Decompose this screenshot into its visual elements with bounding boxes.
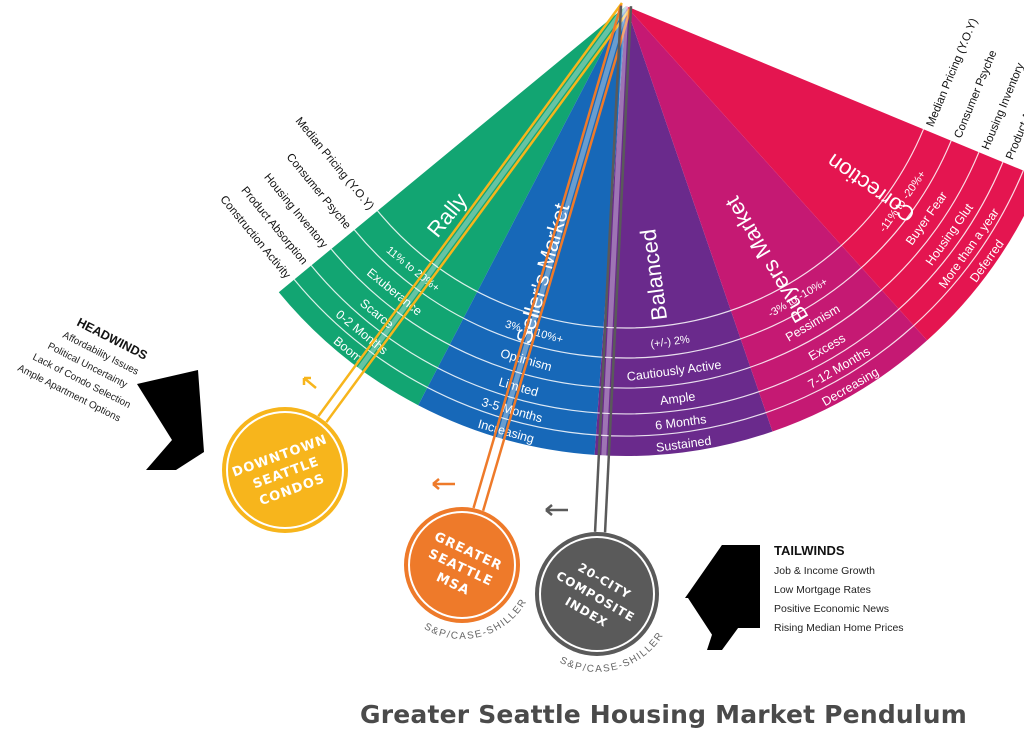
pendulum-bob — [222, 407, 348, 533]
pendulum-rod — [603, 6, 633, 533]
market-fan — [278, 6, 1024, 456]
pendulum-rod — [481, 7, 632, 512]
pendulum-bob-ring — [539, 536, 655, 652]
swing-arrow — [545, 504, 568, 516]
sector-1 — [418, 6, 626, 455]
pendulum-bob-ring — [408, 511, 516, 619]
pendulum-rod — [317, 2, 623, 418]
pendulum-rod — [593, 5, 623, 532]
row-divider — [377, 128, 925, 329]
pendulum-bob — [404, 507, 520, 623]
sector-value: Ample — [659, 389, 696, 408]
tailwinds-arrow-body — [688, 545, 760, 650]
pendulum-rod-highlight — [475, 5, 629, 511]
row-label-left: Median Pricing (Y.O.Y) — [293, 115, 376, 212]
headwinds-arrow — [137, 370, 204, 470]
row-divider — [330, 151, 980, 389]
tailwinds-heading: TAILWINDS — [774, 543, 845, 558]
swing-arrow — [432, 478, 455, 490]
pendulum-rod — [325, 8, 632, 423]
tailwind-item: Rising Median Home Prices — [774, 622, 904, 634]
swing-arrow — [302, 376, 317, 389]
row-divider — [293, 170, 1024, 437]
pendulum-rod-highlight — [320, 4, 629, 421]
pendulum-rod-highlight — [597, 5, 629, 533]
pendulum-bob-ring — [226, 411, 344, 529]
tailwind-item: Low Mortgage Rates — [774, 584, 871, 596]
swing-arrow-shape — [432, 478, 455, 490]
sector-0 — [278, 6, 626, 406]
sector-value: 6 Months — [654, 412, 707, 433]
row-divider — [353, 140, 952, 359]
tailwind-item: Positive Economic News — [774, 603, 889, 615]
row-divider — [310, 161, 1004, 415]
fan-row-dividers — [293, 128, 1024, 437]
sector-value: (+/-) 2% — [650, 334, 691, 351]
tailwind-item: Job & Income Growth — [774, 565, 875, 577]
swing-arrow-shape — [302, 376, 317, 389]
page-title: Greater Seattle Housing Market Pendulum — [360, 700, 967, 729]
pendulum-bob — [535, 532, 659, 656]
sector-4 — [626, 6, 1024, 341]
pendulum-rod — [472, 4, 623, 509]
swing-arrow-shape — [545, 504, 568, 516]
sector-3 — [626, 6, 928, 432]
